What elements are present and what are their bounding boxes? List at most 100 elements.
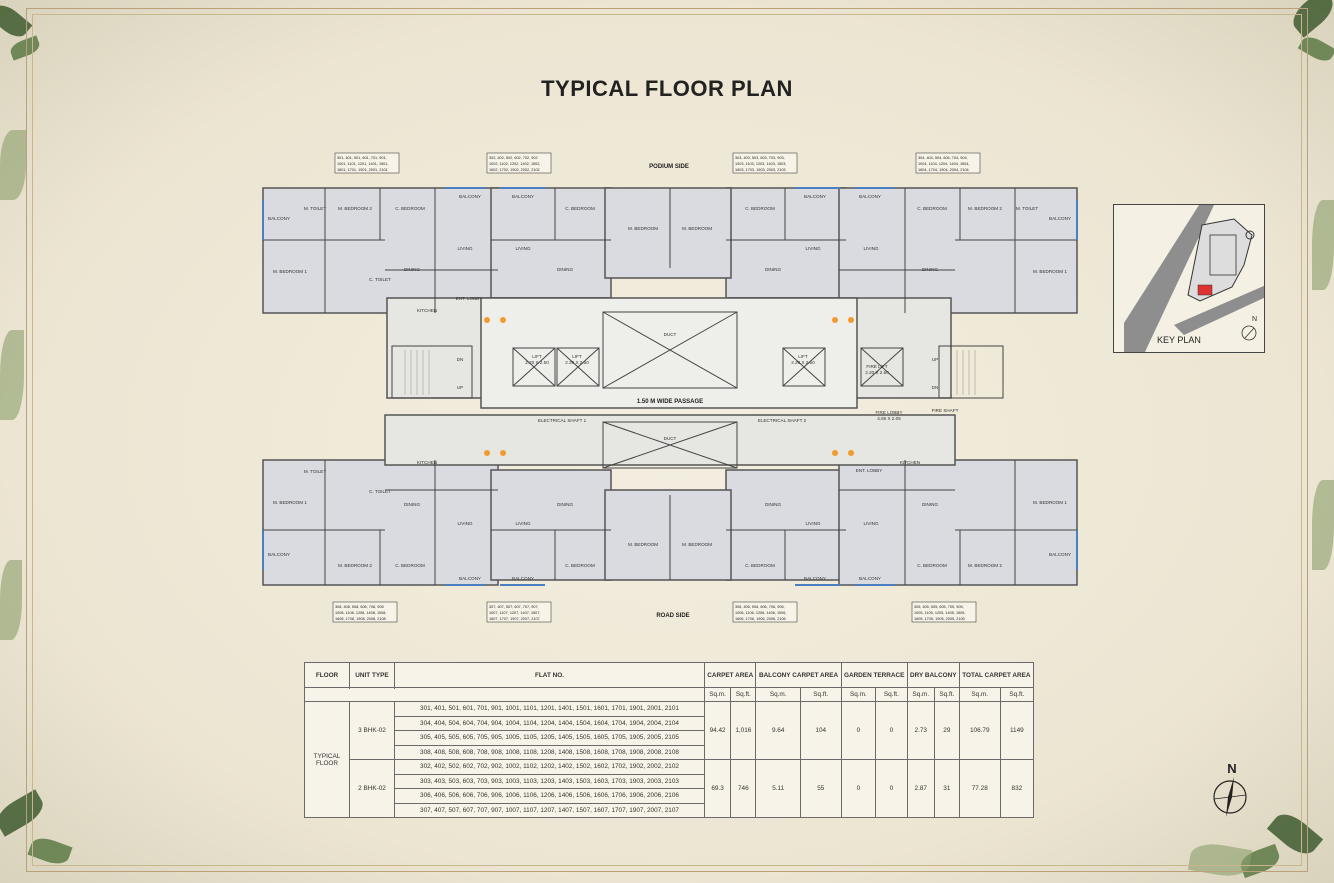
duct-label: DUCT bbox=[664, 332, 677, 337]
header-garden-terrace: GARDEN TERRACE bbox=[840, 662, 908, 688]
room-balcony-d: BALCONY bbox=[512, 194, 534, 199]
room-m-bedroom-2b: M. BEDROOM 2 bbox=[968, 206, 1002, 211]
stair-up-label: UP bbox=[457, 385, 463, 390]
flat-box-bot-1-line-1: 308, 408, 508, 608, 708, 908 bbox=[335, 605, 384, 609]
flat-box-bot-2-line-1: 307, 407, 507, 607, 707, 907, bbox=[489, 605, 539, 609]
flat-box-bot-3-line-1: 306, 406, 506, 606, 706, 906, bbox=[735, 605, 785, 609]
table-row: 307, 407, 507, 607, 707, 907, 1007, 1107… bbox=[394, 802, 705, 818]
header-total-carpet-area: TOTAL CARPET AREA bbox=[958, 662, 1035, 688]
room-m-bedroom-e: M. BEDROOM bbox=[682, 542, 712, 547]
lift-size-1: 2.20 X 2.50 bbox=[525, 360, 549, 365]
page-border-inner bbox=[32, 14, 1302, 866]
dry-sqm-2bhk: 2.87 bbox=[906, 759, 935, 818]
room-c-bedroom-e: C. BEDROOM bbox=[745, 563, 775, 568]
balcony-sqm-2bhk: 5.11 bbox=[755, 759, 801, 818]
room-living-3: LIVING bbox=[805, 246, 820, 251]
garden-sqm-3bhk: 0 bbox=[840, 701, 877, 760]
electrical-shaft-2-label: ELECTRICAL SHAFT 2 bbox=[758, 418, 807, 423]
unit-sqft: Sq.ft. bbox=[730, 687, 757, 702]
flat-box-bot-2-line-3: 1607, 1707, 1907, 2007, 2107 bbox=[489, 617, 540, 621]
duct-label-2: DUCT bbox=[664, 436, 677, 441]
total-sqm-2bhk: 77.28 bbox=[958, 759, 1001, 818]
unit-sqm-3: Sq.m. bbox=[840, 687, 877, 702]
unit-type-3bhk: 3 BHK-02 bbox=[349, 701, 395, 760]
header-flat-no: FLAT NO. bbox=[394, 662, 705, 688]
flat-box-bot-4-line-2: 1005, 1105, 1205, 1405, 1505, bbox=[914, 611, 965, 615]
unit-sqm-5: Sq.m. bbox=[958, 687, 1001, 702]
room-m-bedroom: M. BEDROOM bbox=[628, 226, 658, 231]
key-plan-label: KEY PLAN bbox=[1157, 335, 1201, 345]
fire-lift-size: 2.20 X 2.50 bbox=[865, 370, 889, 375]
flat-box-top-3-line-1: 303, 403, 503, 603, 703, 903, bbox=[735, 156, 785, 160]
room-m-bedroom-2: M. BEDROOM 2 bbox=[338, 206, 372, 211]
fire-lobby-size: 4.65 X 2.05 bbox=[877, 416, 901, 421]
electrical-shaft-1-label: ELECTRICAL SHAFT 1 bbox=[538, 418, 587, 423]
header-balcony-carpet-area: BALCONY CARPET AREA bbox=[755, 662, 842, 688]
room-balcony-b: BALCONY bbox=[1049, 216, 1071, 221]
room-balcony-k: BALCONY bbox=[859, 576, 881, 581]
unit-type-2bhk: 2 BHK-02 bbox=[349, 759, 395, 818]
podium-side-label: PODIUM SIDE bbox=[649, 164, 689, 170]
room-balcony-h: BALCONY bbox=[459, 576, 481, 581]
table-row: 305, 405, 505, 605, 705, 905, 1005, 1105… bbox=[394, 730, 705, 746]
carpet-sqft-2bhk: 746 bbox=[730, 759, 757, 818]
carpet-sqft-3bhk: 1,016 bbox=[730, 701, 757, 760]
flat-box-top-3-line-3: 1603, 1703, 1903, 2003, 2103 bbox=[735, 168, 786, 172]
key-plan-north: N bbox=[1252, 316, 1258, 323]
area-table: FLOOR UNIT TYPE FLAT NO. CARPET AREA BAL… bbox=[304, 662, 1035, 818]
fire-shaft-label: FIRE SHAFT bbox=[932, 408, 959, 413]
flat-box-top-2-line-3: 1602, 1702, 1902, 2002, 2102 bbox=[489, 168, 540, 172]
flat-box-bot-1-line-2: 1008, 1108, 1208, 1408, 1508, bbox=[335, 611, 386, 615]
balcony-sqft-2bhk: 55 bbox=[799, 759, 842, 818]
lift-label-3: LIFT bbox=[798, 354, 808, 359]
flat-box-top-2-line-1: 302, 402, 502, 602, 702, 902 bbox=[489, 156, 538, 160]
dry-sqft-3bhk: 29 bbox=[933, 701, 960, 760]
passage-label: 1.50 M WIDE PASSAGE bbox=[637, 399, 703, 405]
header-carpet-area: CARPET AREA bbox=[703, 662, 757, 688]
total-sqft-3bhk: 1149 bbox=[999, 701, 1035, 760]
dry-sqm-3bhk: 2.73 bbox=[906, 701, 935, 760]
room-dining-f: DINING bbox=[922, 502, 939, 507]
table-row: 306, 406, 506, 606, 706, 906, 1006, 1106… bbox=[394, 788, 705, 804]
flat-box-top-1-line-1: 301, 401, 501, 601, 701, 901, bbox=[337, 156, 387, 160]
flat-box-top-2-line-2: 1002, 1102, 1202, 1402, 1502, bbox=[489, 162, 540, 166]
room-m-bedroom-1b: M. BEDROOM 1 bbox=[1033, 269, 1067, 274]
flat-box-top-1-line-3: 1601, 1701, 1901, 2001, 2101 bbox=[337, 168, 388, 172]
dry-sqft-2bhk: 31 bbox=[933, 759, 960, 818]
unit-sqft-3: Sq.ft. bbox=[875, 687, 908, 702]
flat-box-bot-1-line-3: 1608, 1708, 1908, 2008, 2108 bbox=[335, 617, 386, 621]
room-c-bedroom-4: C. BEDROOM bbox=[917, 206, 947, 211]
room-living-4: LIVING bbox=[863, 246, 878, 251]
page-title: TYPICAL FLOOR PLAN bbox=[541, 76, 793, 101]
room-kitchen-f: KITCHEN bbox=[900, 460, 920, 465]
room-balcony-g: BALCONY bbox=[268, 552, 290, 557]
flat-box-bot-3-line-3: 1606, 1706, 1906, 2006, 2106 bbox=[735, 617, 786, 621]
unit-sqft-2: Sq.ft. bbox=[799, 687, 842, 702]
stair-dn-label: DN bbox=[457, 357, 464, 362]
unit-sqm-4: Sq.m. bbox=[906, 687, 935, 702]
header-floor: FLOOR bbox=[304, 662, 350, 688]
balcony-sqm-3bhk: 9.64 bbox=[755, 701, 801, 760]
room-balcony: BALCONY bbox=[268, 216, 290, 221]
room-m-toilet-b: M. TOILET bbox=[1016, 206, 1038, 211]
flat-box-top-4-line-3: 1604, 1704, 1904, 2004, 2104 bbox=[918, 168, 969, 172]
room-c-bedroom-c: C. BEDROOM bbox=[395, 563, 425, 568]
table-row: 302, 402, 502, 602, 702, 902, 1002, 1102… bbox=[394, 759, 705, 775]
room-living-d: LIVING bbox=[515, 521, 530, 526]
room-kitchen: KITCHEN bbox=[417, 308, 437, 313]
room-living-e: LIVING bbox=[805, 521, 820, 526]
room-dining-c: DINING bbox=[404, 502, 421, 507]
header-unit-type: UNIT TYPE bbox=[349, 662, 395, 688]
room-balcony-i: BALCONY bbox=[512, 576, 534, 581]
room-c-bedroom: C. BEDROOM bbox=[395, 206, 425, 211]
room-m-bedroom-1c: M. BEDROOM 1 bbox=[273, 500, 307, 505]
room-m-bedroom-2c: M. BEDROOM 2 bbox=[338, 563, 372, 568]
table-row: 308, 408, 508, 608, 708, 908, 1008, 1108… bbox=[394, 744, 705, 760]
unit-sqft-4: Sq.ft. bbox=[933, 687, 960, 702]
room-m-bedroom-1f: M. BEDROOM 1 bbox=[1033, 500, 1067, 505]
flat-box-top-4-line-2: 1004, 1104, 1204, 1404, 1504, bbox=[918, 162, 969, 166]
lift-label-2: LIFT bbox=[572, 354, 582, 359]
flat-box-bot-4-line-1: 305, 405, 505, 605, 705, 905, bbox=[914, 605, 964, 609]
room-balcony-c: BALCONY bbox=[459, 194, 481, 199]
